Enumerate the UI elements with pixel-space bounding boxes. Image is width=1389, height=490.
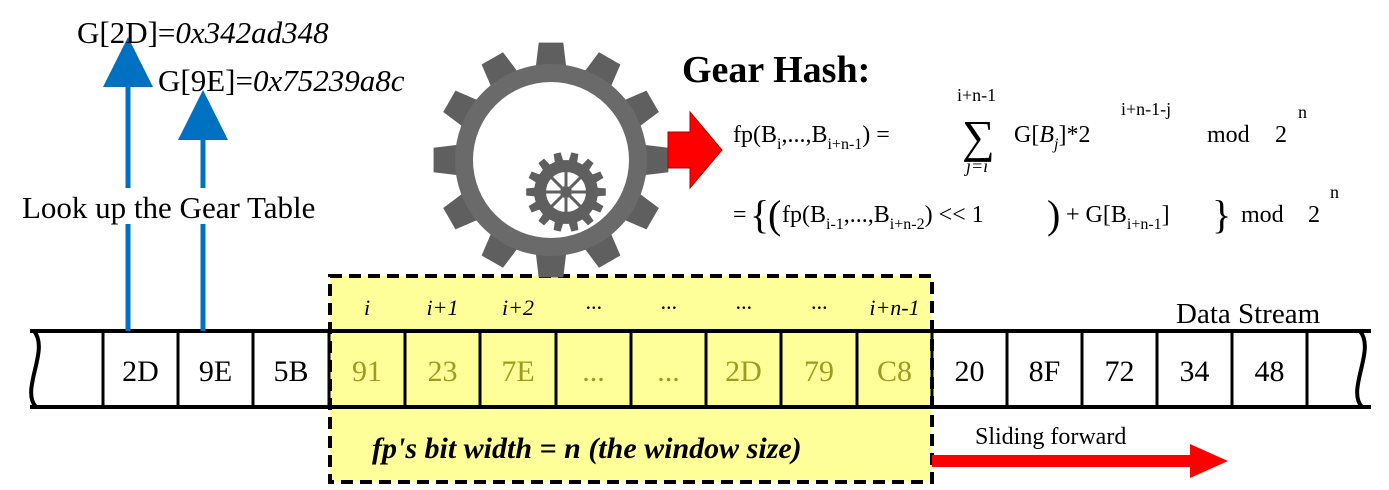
stream-cell: 91 [352,355,382,388]
window-index-labels: i i+1 i+2 ··· ··· ··· ··· i+n-1 [364,295,920,320]
svg-text:n: n [1298,102,1307,122]
stream-cell: 5B [273,355,308,388]
stream-cell: 7E [501,355,534,388]
stream-cell: C8 [877,355,912,388]
window-index-label: ··· [811,295,828,320]
svg-text:i+n-1-j: i+n-1-j [1121,99,1171,119]
svg-text:{: { [750,192,769,237]
sliding-forward-label: Sliding forward [975,424,1126,450]
window-index-label: ··· [660,295,677,320]
data-stream-label: Data Stream [1176,298,1321,330]
gear-to-formula-arrow [667,110,723,190]
svg-text:2: 2 [1275,122,1287,148]
svg-text:mod: mod [1241,202,1284,228]
svg-text:+ G[Bi+n-1]: + G[Bi+n-1] [1066,202,1170,233]
stream-cell: 23 [428,355,458,388]
stream-cell: 79 [804,355,834,388]
window-index-label: i+n-1 [869,295,919,320]
svg-text:∑: ∑ [962,111,995,162]
lookup-entry-9e: G[9E]=0x75239a8c [158,63,405,98]
svg-text:fp(Bi,...,Bi+n-1) =: fp(Bi,...,Bi+n-1) = [733,122,890,153]
svg-text:(: ( [768,192,781,237]
svg-text:G[Bj]*2: G[Bj]*2 [1014,122,1090,153]
svg-text:i+n-1: i+n-1 [957,85,996,105]
small-gear-icon [526,152,606,232]
stream-cell: 2D [122,355,159,388]
stream-cell: 48 [1255,355,1285,388]
svg-text:j=i: j=i [964,156,988,176]
gear-icon [433,42,669,278]
svg-text:=: = [733,202,747,228]
window-index-label: i [364,295,370,320]
stream-cell: 9E [199,355,232,388]
stream-cell: 34 [1180,355,1210,388]
svg-text:fp(Bi-1,...,Bi+n-2) << 1: fp(Bi-1,...,Bi+n-2) << 1 [782,202,984,233]
window-index-label: i+2 [502,295,534,320]
stream-cell: ... [657,355,680,388]
stream-cell: 20 [955,355,985,388]
window-index-label: ··· [735,295,752,320]
lookup-caption: Look up the Gear Table [22,190,315,225]
svg-text:2: 2 [1308,202,1320,228]
lookup-entry-2d: G[2D]=0x342ad348 [77,15,329,50]
formula-line-1: fp(Bi,...,Bi+n-1) = i+n-1 ∑ j=i G[Bj]*2 … [733,85,1307,176]
svg-text:}: } [1212,192,1231,237]
sliding-forward-arrow [932,444,1228,478]
stream-cell: 8F [1029,355,1061,388]
stream-cell: ... [582,355,605,388]
formula-line-2: = { ( fp(Bi-1,...,Bi+n-2) << 1 ) + G[Bi+… [733,182,1339,237]
window-caption: fp's bit width = n (the window size) [372,432,802,465]
window-index-label: i+1 [427,295,459,320]
gear-hash-title: Gear Hash: [682,49,870,91]
stream-cell: 2D [725,355,762,388]
svg-text:n: n [1330,182,1339,202]
svg-text:mod: mod [1207,122,1250,148]
svg-text:): ) [1047,192,1060,237]
stream-cell: 72 [1105,355,1135,388]
window-index-label: ··· [585,295,602,320]
data-stream: 2D 9E 5B 91 23 7E...... 2D 79 C8 20 8F 72 34 48 [29,329,1371,409]
